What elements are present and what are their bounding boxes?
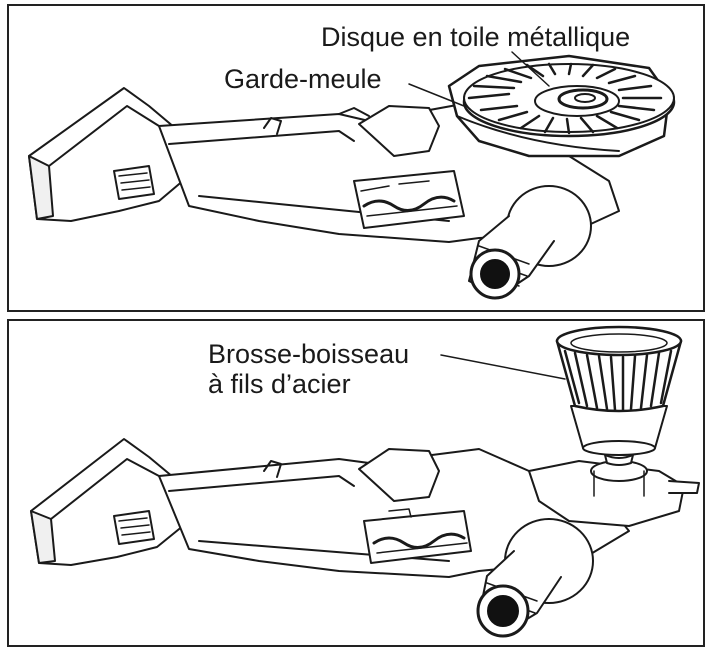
side-handle (478, 519, 593, 636)
battery-pack (29, 88, 191, 221)
grinder-illustration-cup-brush (9, 321, 703, 645)
gear-head (529, 461, 699, 526)
motor-vents (364, 509, 471, 563)
battery-pack (31, 439, 189, 565)
label-cup-brush-line1: Brosse-boisseau (208, 339, 410, 369)
panel-wire-wheel: Disque en toile métallique Garde-meule (7, 4, 705, 312)
label-cup-brush-line2: à fils d’acier (208, 369, 351, 399)
label-wheel-guard: Garde-meule (224, 64, 382, 94)
wire-wheel-disc (464, 64, 674, 136)
grinder-illustration-wire-wheel (9, 6, 703, 310)
motor-vents (354, 171, 464, 228)
side-handle (469, 186, 591, 298)
leader-line-disc (512, 52, 549, 86)
leader-line-brush (441, 355, 565, 379)
label-wire-disc: Disque en toile métallique (321, 22, 631, 52)
panel-cup-brush: Brosse-boisseau à fils d’acier (7, 319, 705, 647)
wire-cup-brush (557, 327, 681, 465)
leader-line-guard (409, 84, 464, 106)
